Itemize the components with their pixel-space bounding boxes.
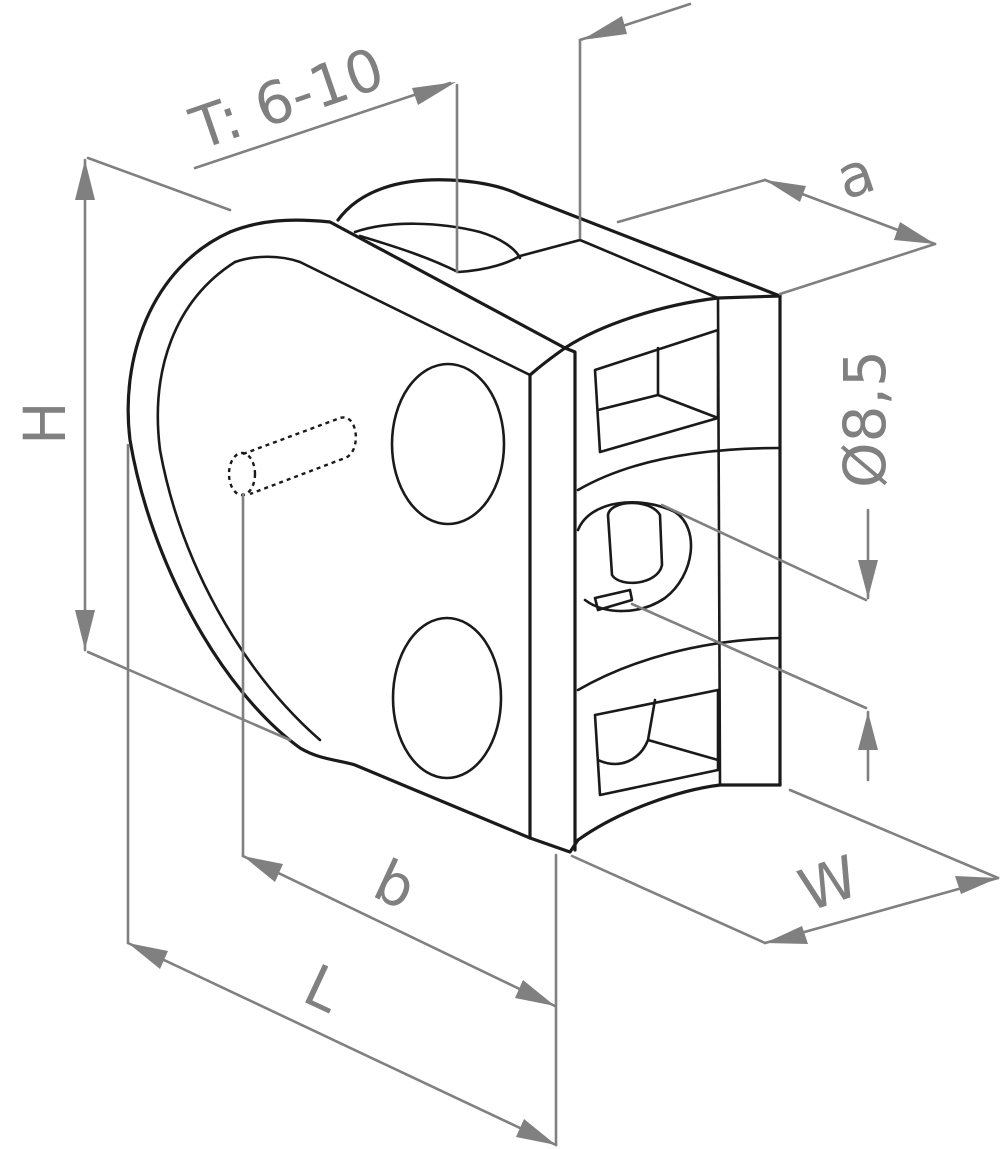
slot-leader bbox=[578, 2, 692, 240]
clamp-front-bevel bbox=[156, 260, 322, 742]
clamp-body bbox=[126, 178, 782, 854]
hidden-pin-end bbox=[227, 451, 257, 497]
screw-nut bbox=[593, 588, 634, 612]
height-dimension: H bbox=[11, 156, 292, 742]
upper-bore-hole bbox=[390, 362, 506, 526]
clamp-top-inner-edge bbox=[233, 255, 532, 377]
upper-window bbox=[593, 328, 720, 454]
upper-arch bbox=[576, 446, 782, 492]
lower-bore-hole bbox=[391, 616, 503, 780]
diameter-label: Ø8,5 bbox=[831, 350, 899, 488]
screw-slot bbox=[606, 501, 664, 585]
clamp-chamfer bbox=[528, 346, 577, 852]
diameter-dimension: Ø8,5 bbox=[630, 350, 899, 782]
lower-arch bbox=[576, 636, 782, 692]
clamp-side-top bbox=[563, 294, 782, 350]
screw-outline bbox=[576, 501, 693, 613]
dimensions: T: 6-10 a Ø8,5 bbox=[11, 2, 1000, 1147]
upper-window-inner bbox=[596, 346, 720, 420]
clamp-side-bottom bbox=[576, 783, 782, 842]
length-dimension: L bbox=[126, 443, 558, 1147]
clamp-top-edge bbox=[228, 218, 567, 350]
width-dimension: W bbox=[570, 788, 1000, 945]
length-label: L bbox=[294, 951, 352, 1026]
b-dimension: b bbox=[241, 492, 557, 1008]
lower-window-inner bbox=[596, 698, 720, 766]
height-label: H bbox=[11, 401, 79, 445]
hidden-pin bbox=[242, 416, 358, 496]
clamp-top-back bbox=[336, 178, 782, 298]
a-dimension: a bbox=[616, 137, 937, 296]
clamp-front-outline bbox=[126, 230, 580, 854]
a-label: a bbox=[827, 137, 883, 213]
thickness-label: T: 6-10 bbox=[181, 34, 392, 163]
clamp-top-groove bbox=[353, 222, 522, 260]
b-label: b bbox=[364, 846, 426, 923]
width-label: W bbox=[790, 842, 866, 925]
lower-window bbox=[593, 688, 720, 797]
